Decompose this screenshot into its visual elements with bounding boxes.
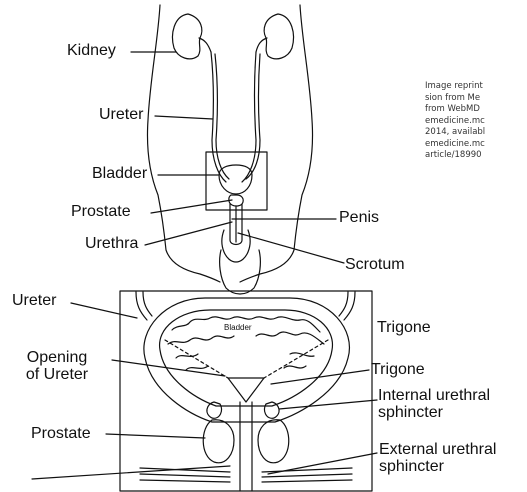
internal-sphincter-right <box>264 402 279 418</box>
label-ureter-upper: Ureter <box>99 106 143 123</box>
prostate-left <box>203 420 234 463</box>
label-internal-sphincter: Internal urethral sphincter <box>378 387 490 421</box>
label-opening-line1: Opening <box>2 349 112 366</box>
label-kidney: Kidney <box>67 42 116 59</box>
credit-line: emedicine.mc <box>425 116 527 128</box>
credit-line: article/18990 <box>425 150 527 162</box>
credit-line: Image reprint <box>425 81 527 93</box>
right-kidney <box>264 14 293 59</box>
label-internal-line2: sphincter <box>378 404 490 421</box>
label-prostate-upper: Prostate <box>71 203 131 220</box>
label-ureter-lower: Ureter <box>12 292 56 309</box>
trigone-triangle <box>228 378 264 402</box>
label-urethra: Urethra <box>85 235 138 252</box>
right-kidney-hilum <box>256 38 267 52</box>
label-internal-line1: Internal urethral <box>378 387 490 404</box>
body-outline <box>147 5 312 294</box>
internal-sphincter-left <box>207 402 222 418</box>
bladder-outer-wall <box>144 298 350 422</box>
label-external-line1: External urethral <box>379 441 496 458</box>
left-kidney <box>173 14 202 59</box>
label-external-line2: sphincter <box>379 458 496 475</box>
right-ureter <box>242 52 256 182</box>
credit-line: sion from Me <box>425 93 527 105</box>
left-kidney-hilum <box>199 38 211 52</box>
image-credit: Image reprint sion from Me from WebMD em… <box>425 81 527 162</box>
label-trigone: Trigone <box>371 361 425 378</box>
label-penis: Penis <box>339 209 379 226</box>
credit-line: 2014, availabl <box>425 127 527 139</box>
credit-line: from WebMD <box>425 104 527 116</box>
label-scrotum: Scrotum <box>345 256 405 273</box>
prostate-right <box>258 420 289 463</box>
label-trigone-top: Trigone <box>377 319 431 336</box>
label-bladder-upper: Bladder <box>92 165 147 182</box>
label-bladder-inner: Bladder <box>224 323 252 332</box>
label-prostate-lower: Prostate <box>31 425 91 442</box>
label-external-sphincter: External urethral sphincter <box>379 441 496 475</box>
label-opening-line2: of Ureter <box>2 366 112 383</box>
label-opening-of-ureter: Opening of Ureter <box>2 349 112 383</box>
credit-line: emedicine.mc <box>425 139 527 151</box>
